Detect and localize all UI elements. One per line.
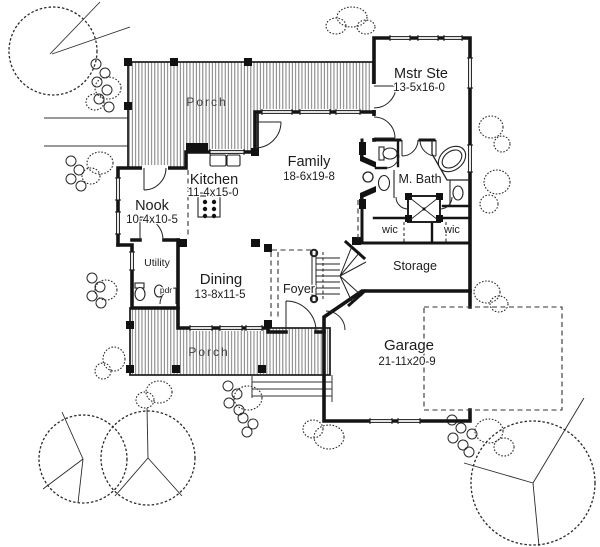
garage-dims: 21-11x20-9	[378, 356, 435, 368]
door-jambs	[178, 148, 361, 328]
nook-dims: 10-4x10-5	[126, 214, 178, 226]
kitchen-sink-right	[226, 154, 241, 167]
shower-door-right	[439, 196, 453, 210]
porch-top-label: Porch	[186, 95, 227, 109]
tree-bottom-right	[463, 397, 596, 547]
fixtures	[134, 140, 470, 302]
partition-walls	[372, 138, 472, 245]
shrubs	[81, 6, 515, 457]
master-dims: 13-5x16-0	[393, 82, 445, 94]
family-porch-door	[254, 121, 282, 149]
dining-dims: 13-8x11-5	[195, 289, 246, 301]
powder-sink	[153, 284, 165, 298]
garage-hall-door	[325, 310, 346, 331]
tree-bottom-left-2	[100, 407, 196, 506]
front-door	[285, 300, 317, 332]
family-label: Family	[288, 154, 331, 170]
utility-label: Utility	[144, 257, 170, 269]
powder-door	[159, 287, 177, 305]
master-porch-door	[373, 85, 397, 109]
corner-tub	[431, 140, 470, 181]
bath-door-right	[419, 139, 437, 157]
room-labels: Porch Porch Mstr Ste 13-5x16-0 Family 18…	[125, 65, 462, 370]
range	[186, 143, 208, 152]
dining-label: Dining	[200, 271, 243, 288]
garage-optional-outline	[423, 306, 563, 411]
master-bath-label: M. Bath	[398, 172, 441, 186]
windows	[115, 35, 473, 424]
shower	[405, 193, 443, 223]
foyer-label: Foyer	[283, 282, 315, 296]
stairs	[309, 245, 367, 308]
kitchen-dims: 11-4x15-0	[188, 187, 239, 199]
tree-top-left	[8, 1, 131, 96]
porch-posts	[124, 58, 266, 373]
shower-door-left	[395, 196, 409, 210]
wc-toilet	[378, 146, 398, 161]
powder-label: pdr	[160, 285, 172, 295]
storage-label: Storage	[393, 259, 437, 273]
bath-door-left	[401, 139, 419, 157]
kitchen-label: Kitchen	[190, 172, 238, 188]
utility-door	[139, 216, 164, 241]
wc-door	[385, 154, 400, 169]
kitchen-island	[197, 195, 221, 219]
family-dims: 18-6x19-8	[283, 171, 335, 183]
dashed-lines	[187, 170, 563, 411]
vanity-left-sink	[377, 174, 391, 192]
tree-bottom-left-1	[38, 411, 128, 504]
door-swings	[139, 85, 453, 332]
porch-bottom-slab	[129, 307, 331, 376]
nook-porch-door	[143, 167, 167, 191]
fireplace	[359, 142, 376, 209]
master-hall-door	[373, 116, 396, 139]
landscape-trees	[8, 1, 596, 547]
master-label: Mstr Ste	[394, 66, 448, 82]
nook-label: Nook	[135, 198, 170, 214]
kitchen-sink-left	[209, 154, 227, 167]
door-gaps	[142, 84, 378, 172]
garage-label: Garage	[384, 337, 434, 354]
wic-left-label: wic	[381, 224, 398, 236]
entry-steps	[251, 375, 333, 402]
powder-toilet	[134, 282, 146, 302]
wic-right-label: wic	[443, 224, 460, 236]
walkway-lines	[44, 117, 128, 147]
bushes	[65, 58, 478, 458]
vanity-right-sink	[452, 185, 464, 201]
porch-bottom-label: Porch	[188, 345, 229, 359]
